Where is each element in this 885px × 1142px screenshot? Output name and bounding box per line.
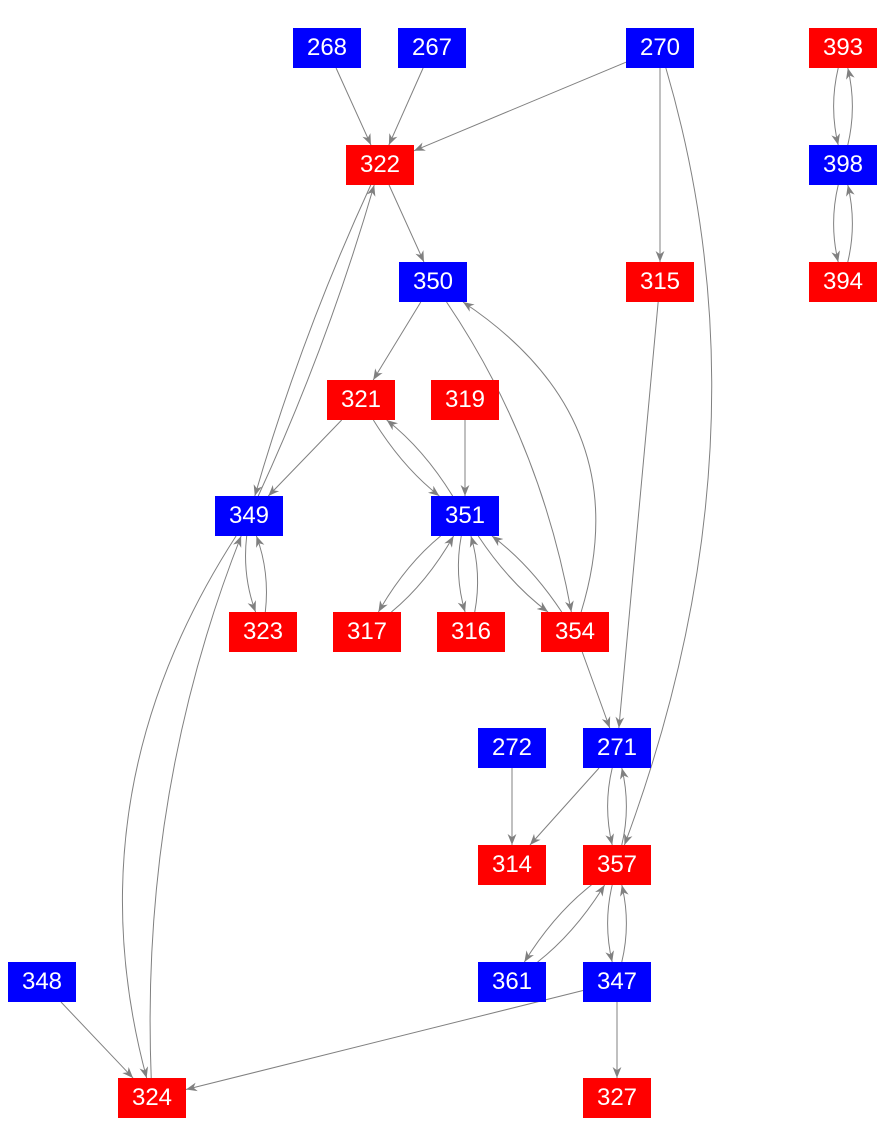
edge-317-to-351 [391, 535, 455, 613]
node-314: 314 [478, 845, 546, 885]
node-321: 321 [327, 380, 395, 420]
node-322: 322 [346, 145, 414, 185]
node-354: 354 [541, 612, 609, 652]
edge-316-to-351 [469, 535, 479, 613]
edge-347-to-357 [620, 884, 629, 963]
node-316: 316 [437, 612, 505, 652]
node-319: 319 [431, 380, 499, 420]
node-351: 351 [431, 496, 499, 536]
edge-351-to-316 [457, 535, 467, 613]
edge-351-to-317 [377, 535, 441, 613]
edge-398-to-393 [846, 67, 855, 146]
edge-351-to-321 [386, 419, 454, 497]
edge-315-to-271 [615, 301, 659, 729]
edge-271-to-314 [529, 767, 600, 846]
edge-354-to-350 [462, 301, 597, 613]
node-270: 270 [626, 28, 694, 68]
edge-357-to-271 [620, 767, 629, 846]
node-348: 348 [8, 962, 76, 1002]
node-393: 393 [809, 28, 877, 68]
edge-349-to-322 [257, 184, 376, 497]
node-347: 347 [583, 962, 651, 1002]
node-349: 349 [215, 496, 283, 536]
node-350: 350 [399, 262, 467, 302]
edge-394-to-398 [846, 184, 855, 263]
node-357: 357 [583, 845, 651, 885]
edge-350-to-321 [372, 301, 422, 381]
node-323: 323 [229, 612, 297, 652]
edge-321-to-351 [372, 419, 440, 497]
edge-350-to-354 [446, 301, 574, 613]
edge-348-to-324 [60, 1001, 134, 1079]
edge-357-to-361 [523, 884, 592, 963]
edge-347-to-324 [185, 989, 584, 1092]
node-268: 268 [293, 28, 361, 68]
edge-270-to-322 [413, 61, 627, 152]
edge-322-to-350 [388, 184, 425, 263]
node-267: 267 [398, 28, 466, 68]
edge-324-to-349 [149, 535, 242, 1079]
edge-349-to-323 [245, 535, 257, 613]
node-324: 324 [118, 1078, 186, 1118]
edge-354-to-271 [581, 651, 611, 729]
edge-322-to-349 [253, 184, 372, 497]
node-361: 361 [478, 962, 546, 1002]
edge-398-to-394 [831, 184, 840, 263]
node-315: 315 [626, 262, 694, 302]
edge-323-to-349 [255, 535, 267, 613]
edge-357-to-347 [605, 884, 614, 963]
edge-393-to-398 [831, 67, 840, 146]
node-398: 398 [809, 145, 877, 185]
node-317: 317 [333, 612, 401, 652]
edge-351-to-354 [477, 535, 549, 613]
edge-268-to-322 [335, 67, 372, 146]
edge-349-to-324 [121, 535, 237, 1079]
node-394: 394 [809, 262, 877, 302]
edge-321-to-349 [267, 419, 343, 497]
node-327: 327 [583, 1078, 651, 1118]
edge-354-to-351 [491, 535, 563, 613]
edge-270-to-357 [623, 67, 713, 846]
node-271: 271 [583, 728, 651, 768]
edge-267-to-322 [388, 67, 424, 146]
node-272: 272 [478, 728, 546, 768]
edge-271-to-357 [605, 767, 614, 846]
edge-361-to-357 [537, 884, 606, 963]
